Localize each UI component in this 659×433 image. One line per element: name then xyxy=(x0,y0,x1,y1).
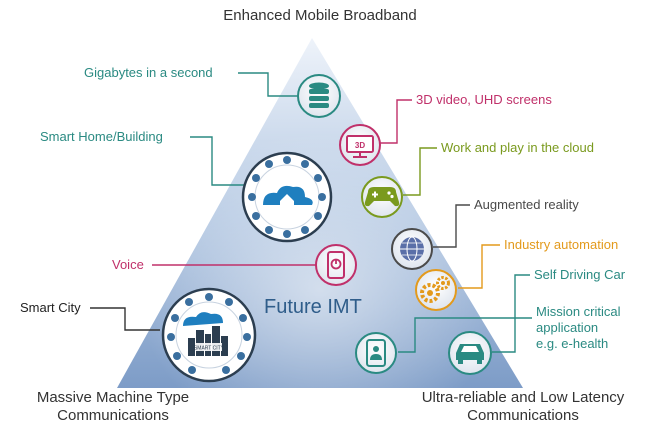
connector-industry xyxy=(458,244,500,289)
bottom-left-label-line2: Communications xyxy=(57,407,169,424)
label-cloud: Work and play in the cloud xyxy=(441,140,594,155)
label-ar: Augmented reality xyxy=(474,197,579,212)
connector-cloud xyxy=(403,147,437,196)
database-icon xyxy=(297,74,341,118)
label-mission-line2: application xyxy=(536,320,599,335)
gamepad-icon xyxy=(361,176,403,218)
future-imt-label: Future IMT xyxy=(264,296,362,318)
label-self-driving: Self Driving Car xyxy=(534,267,626,282)
label-smart-home: Smart Home/Building xyxy=(40,129,163,144)
gears-icon xyxy=(415,269,457,311)
label-mission-line3: e.g. e-health xyxy=(536,336,609,351)
label-voice: Voice xyxy=(112,257,144,272)
label-smart-city: Smart City xyxy=(20,300,81,315)
phone-icon xyxy=(315,244,357,286)
monitor-icon-text: 3D xyxy=(355,141,365,150)
car-icon xyxy=(448,331,492,375)
connector-ar xyxy=(433,204,470,248)
connector-smart-city xyxy=(90,307,160,331)
connector-smart-home xyxy=(190,136,245,186)
smart-city-icon xyxy=(161,287,257,383)
connector-gigabytes xyxy=(238,72,300,97)
globe-icon xyxy=(391,228,433,270)
label-3d-video: 3D video, UHD screens xyxy=(416,92,552,107)
connector-mission xyxy=(398,317,532,353)
monitor-icon xyxy=(339,124,381,166)
label-mission-line1: Mission critical xyxy=(536,304,621,319)
bottom-left-label-line1: Massive Machine Type xyxy=(36,389,190,406)
connector-self-driving xyxy=(492,274,530,353)
connector-3d-video xyxy=(380,99,412,144)
smart-city-icon-text: SMART CITY xyxy=(194,346,225,352)
label-gigabytes: Gigabytes in a second xyxy=(84,65,213,80)
bottom-right-label-line2: Communications xyxy=(467,407,579,424)
bottom-right-label-line1: Ultra-reliable and Low Latency xyxy=(421,389,625,406)
smart-home-icon xyxy=(241,151,333,243)
top-corner-label: Enhanced Mobile Broadband xyxy=(223,7,417,24)
label-industry: Industry automation xyxy=(504,237,619,252)
mobile-health-icon xyxy=(355,332,397,374)
